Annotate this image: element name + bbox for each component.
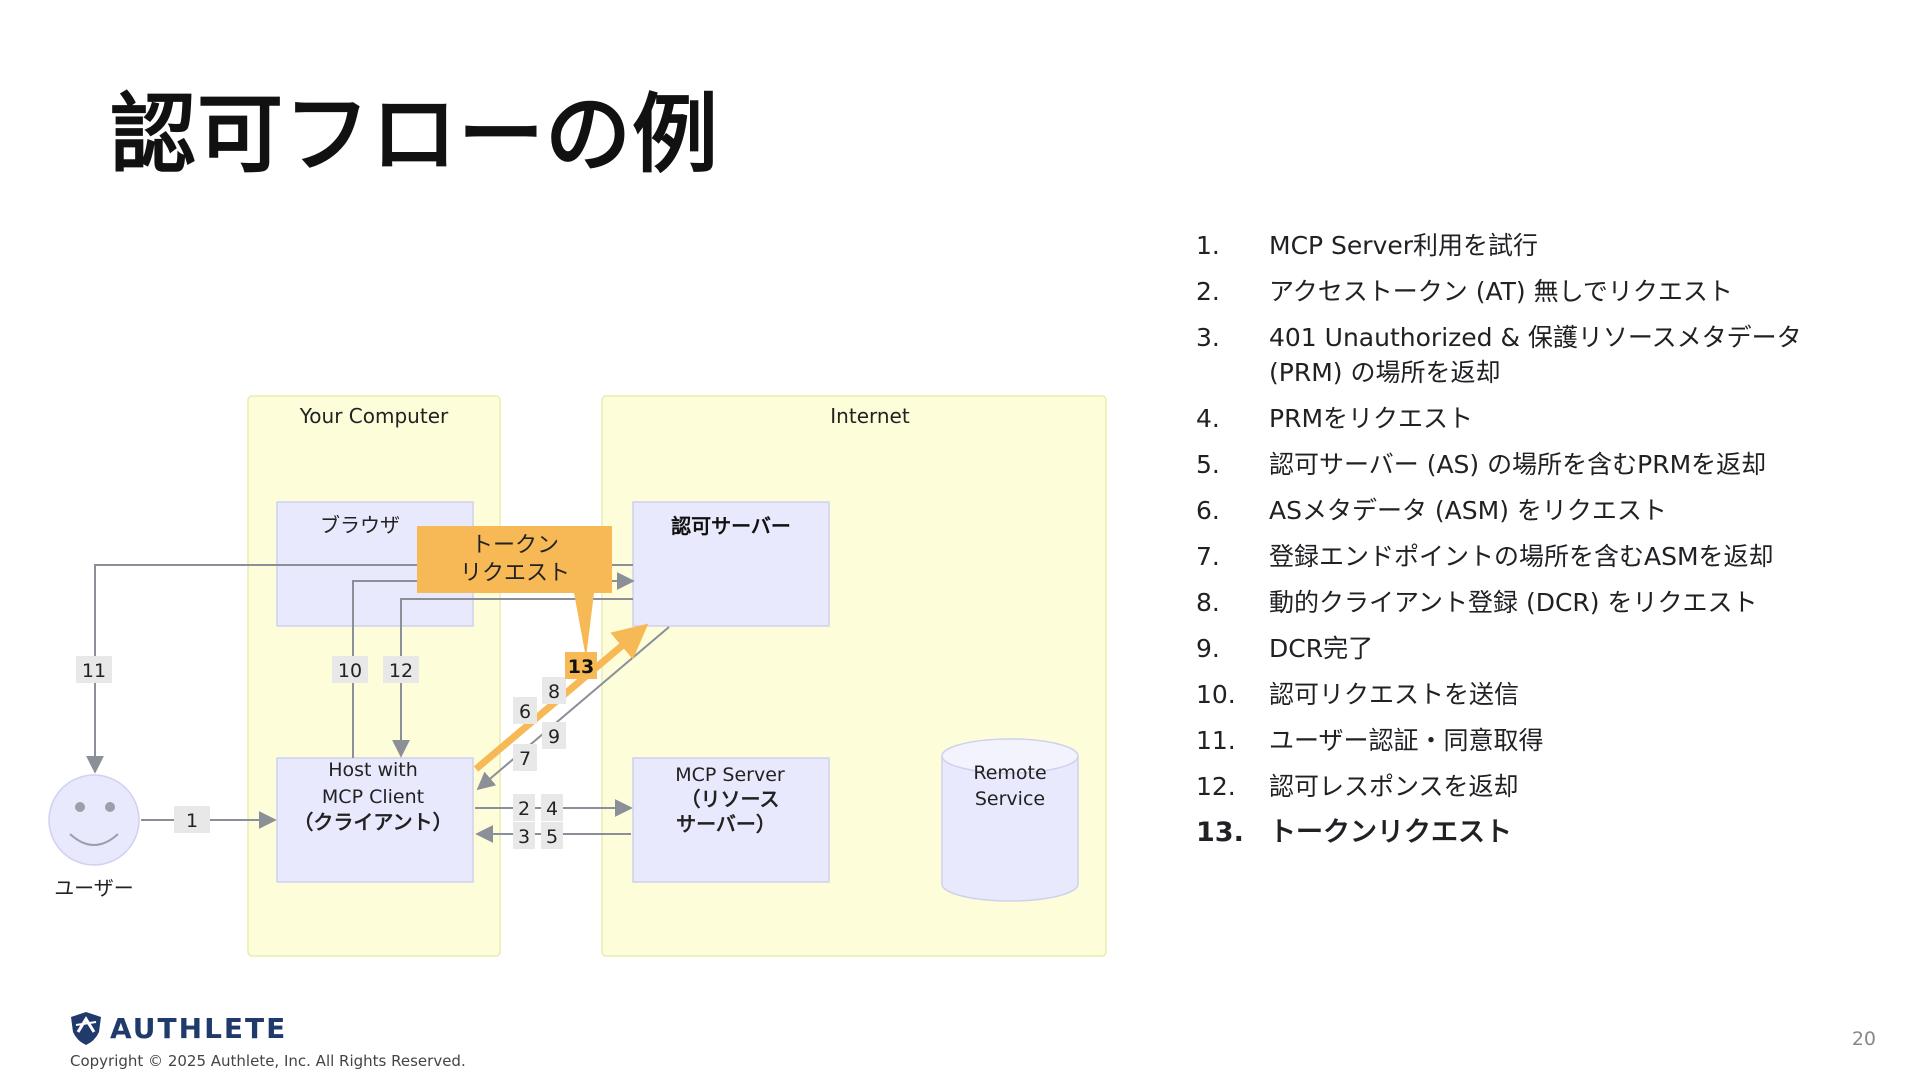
step-item: 7. 登録エンドポイントの場所を含むASMを返却 [1196, 539, 1836, 574]
remote-label-line1: Remote [973, 762, 1046, 784]
arrow-12 [392, 598, 633, 758]
logo-text: AUTHLETE [110, 1011, 288, 1045]
step-number: 6. [1196, 496, 1220, 525]
step-item: 11. ユーザー認証・同意取得 [1196, 723, 1836, 758]
step-text: PRMをリクエスト [1269, 404, 1474, 433]
remote-label-line2: Service [975, 788, 1045, 810]
step-number: 1. [1196, 231, 1220, 260]
step-number: 11. [1196, 726, 1236, 755]
step-text: アクセストークン (AT) 無しでリクエスト [1269, 277, 1733, 306]
copyright: Copyright © 2025 Authlete, Inc. All Righ… [70, 1052, 466, 1070]
badge-4: 4 [546, 798, 558, 820]
callout-line2: リクエスト [460, 561, 570, 586]
auth-server-label: 認可サーバー [671, 514, 791, 538]
badge-9: 9 [548, 726, 560, 748]
badge-3: 3 [518, 826, 530, 848]
step-list: 1. MCP Server利用を試行 2. アクセストークン (AT) 無しでリクエス… [1196, 228, 1836, 861]
step-item: 9. DCR完了 [1196, 631, 1836, 666]
remote-service-cylinder: Remote Service [941, 738, 1079, 902]
badge-13: 13 [568, 656, 594, 678]
step-number: 7. [1196, 542, 1220, 571]
step-text: 401 Unauthorized & 保護リソースメタデータ (PRM) の場所… [1269, 323, 1802, 387]
step-number: 8. [1196, 588, 1220, 617]
mcp-label-line3: サーバー） [676, 812, 776, 836]
step-badges: 11 10 12 1 2 4 3 5 8 6 9 7 13 [76, 652, 597, 849]
browser-label: ブラウザ [320, 513, 400, 537]
step-number: 3. [1196, 323, 1220, 352]
step-item: 8. 動的クライアント登録 (DCR) をリクエスト [1196, 585, 1836, 620]
step-item: 2. アクセストークン (AT) 無しでリクエスト [1196, 274, 1836, 309]
step-item: 12. 認可レスポンスを返却 [1196, 769, 1836, 804]
zone-your-computer-label: Your Computer [299, 404, 449, 428]
step-number: 13. [1196, 817, 1244, 848]
step-item: 5. 認可サーバー (AS) の場所を含むPRMを返却 [1196, 447, 1836, 482]
badge-12: 12 [389, 660, 413, 682]
step-item: 3. 401 Unauthorized & 保護リソースメタデータ (PRM) の… [1196, 320, 1836, 390]
host-label-line3: （クライアント） [293, 810, 452, 834]
step-item: 6. ASメタデータ (ASM) をリクエスト [1196, 493, 1836, 528]
step-number: 5. [1196, 450, 1220, 479]
badge-6: 6 [519, 701, 531, 723]
auth-server-box: 認可サーバー [632, 501, 830, 627]
badge-5: 5 [546, 826, 558, 848]
page-number: 20 [1851, 1028, 1876, 1050]
shield-logo-icon [71, 1012, 101, 1045]
mcp-server-box: MCP Server （リソース サーバー） [632, 757, 830, 883]
badge-10: 10 [338, 660, 362, 682]
step-text: 認可サーバー (AS) の場所を含むPRMを返却 [1269, 450, 1767, 479]
badge-8: 8 [548, 681, 560, 703]
host-label-line1: Host with [328, 759, 418, 781]
step-item: 10. 認可リクエストを送信 [1196, 677, 1836, 712]
slide-title: 認可フローの例 [110, 85, 719, 185]
token-request-callout: トークン リクエスト [417, 526, 612, 658]
user-avatar [48, 774, 140, 866]
step-text: 登録エンドポイントの場所を含むASMを返却 [1269, 542, 1774, 571]
badge-1: 1 [186, 810, 198, 832]
step-text: トークンリクエスト [1269, 817, 1512, 848]
step-text: DCR完了 [1269, 634, 1374, 663]
callout-line1: トークン [471, 533, 559, 558]
host-label-line2: MCP Client [322, 786, 424, 808]
step-number: 9. [1196, 634, 1220, 663]
step-text: 認可リクエストを送信 [1269, 680, 1520, 709]
step-number: 10. [1196, 680, 1236, 709]
step-text: ユーザー認証・同意取得 [1269, 726, 1544, 755]
badge-7: 7 [519, 748, 531, 770]
mcp-label-line2: （リソース [681, 787, 780, 811]
zone-internet-label: Internet [830, 404, 910, 428]
user-label: ユーザー [54, 876, 134, 900]
step-text: 認可レスポンスを返却 [1269, 772, 1519, 801]
step-number: 4. [1196, 404, 1220, 433]
step-text: MCP Server利用を試行 [1269, 231, 1539, 260]
badge-2: 2 [518, 798, 530, 820]
step-number: 12. [1196, 772, 1236, 801]
step-text: 動的クライアント登録 (DCR) をリクエスト [1269, 588, 1758, 617]
authlete-logo: AUTHLETE [68, 1010, 287, 1046]
step-text: ASメタデータ (ASM) をリクエスト [1269, 496, 1667, 525]
mcp-label-line1: MCP Server [675, 764, 785, 786]
step-number: 2. [1196, 277, 1220, 306]
host-client-box: Host with MCP Client （クライアント） [276, 757, 474, 883]
step-item: 1. MCP Server利用を試行 [1196, 228, 1836, 263]
step-item: 13. トークンリクエスト [1196, 815, 1836, 850]
step-item: 4. PRMをリクエスト [1196, 401, 1836, 436]
badge-11: 11 [82, 660, 106, 682]
